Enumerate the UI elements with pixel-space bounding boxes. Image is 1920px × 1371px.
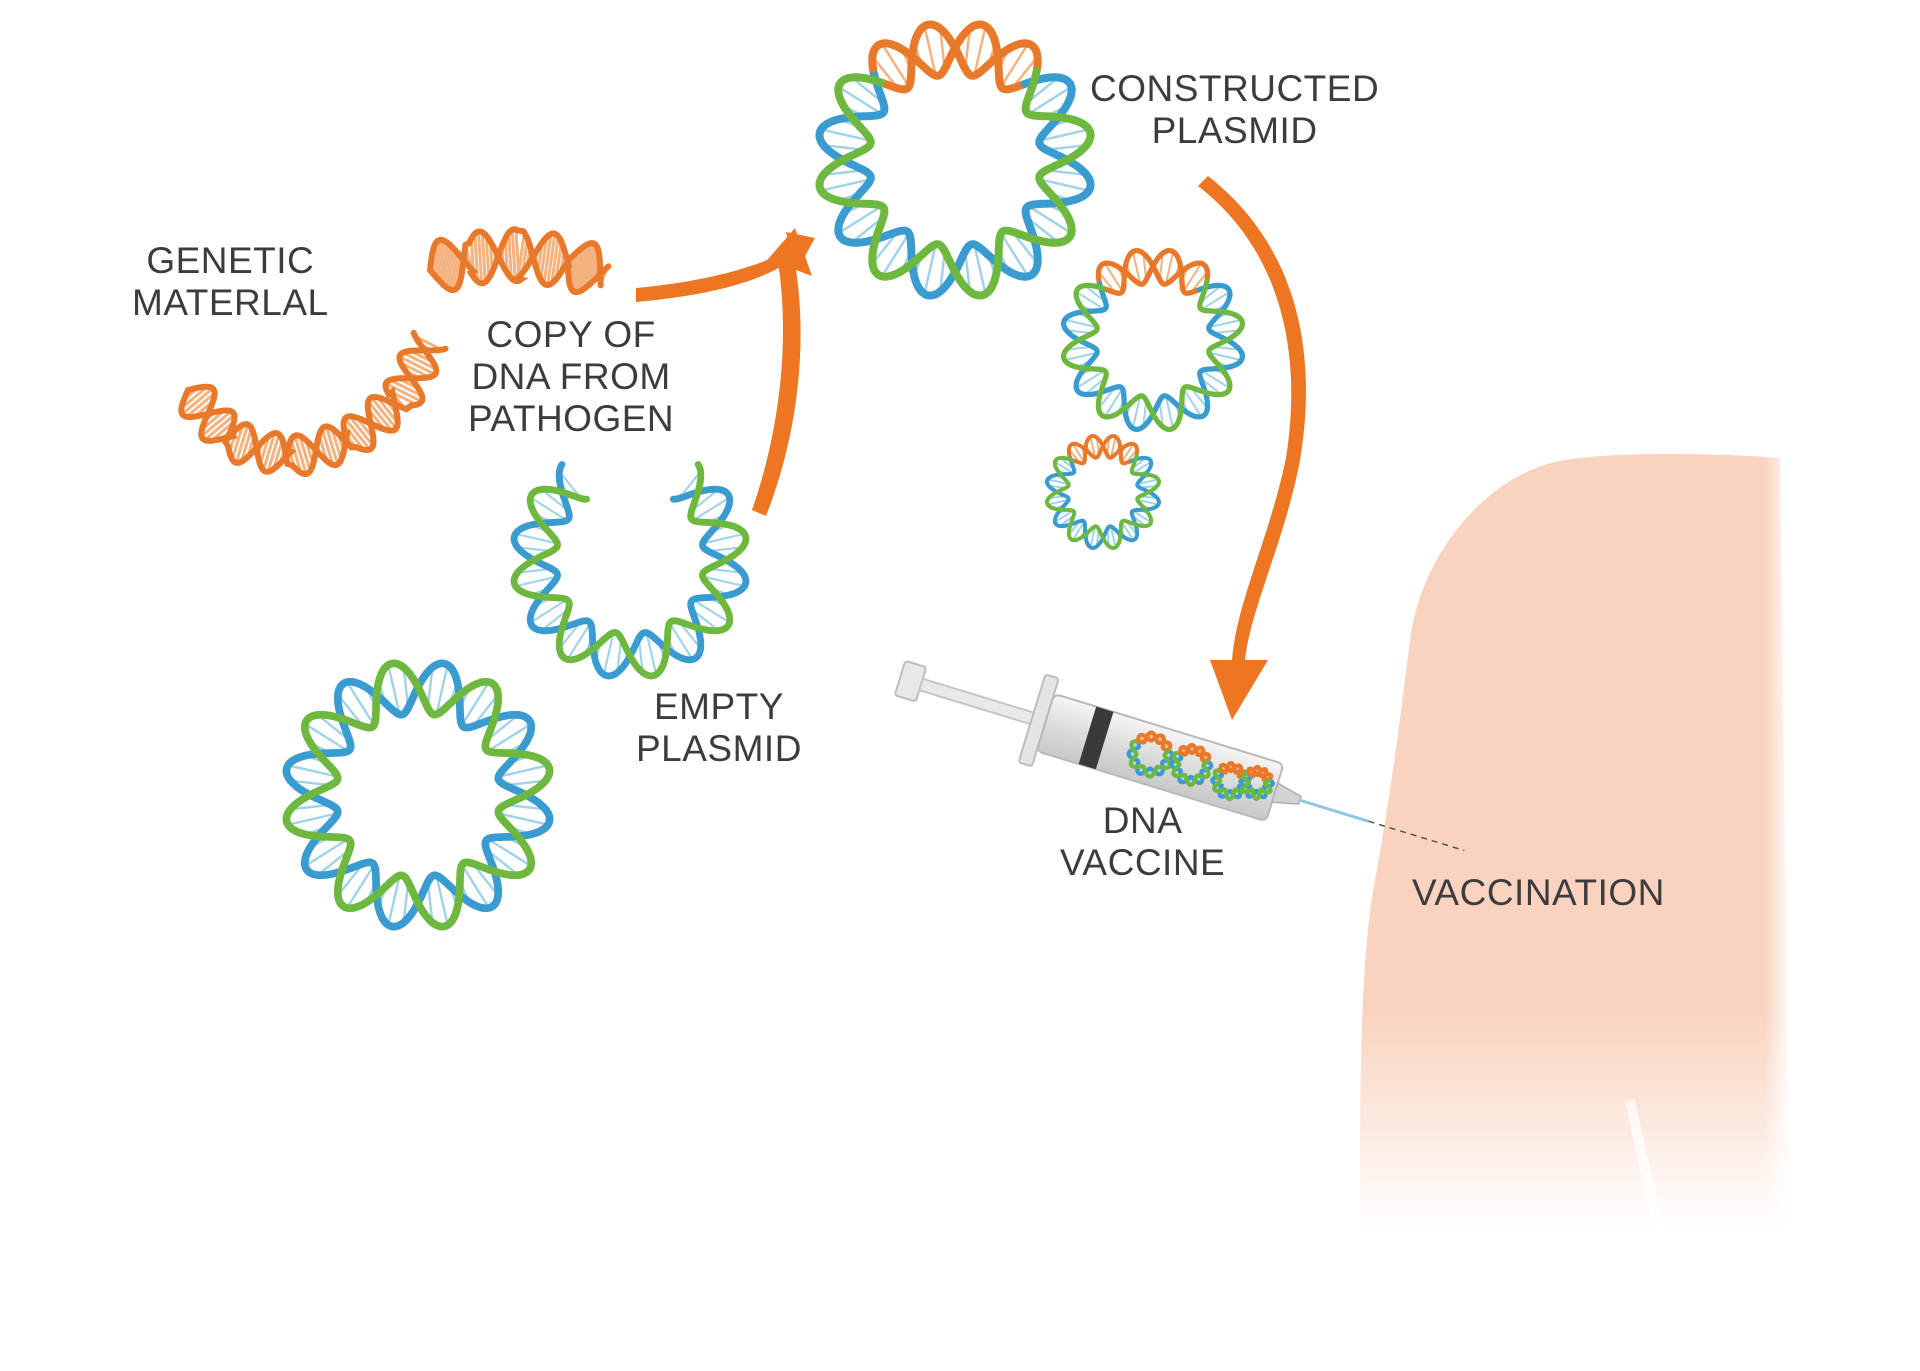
label-line: MATERLAL: [132, 282, 329, 323]
label-line: PATHOGEN: [468, 398, 675, 439]
constructed-plasmid-large: [815, 20, 1095, 300]
label-vaccination: VACCINATION: [1412, 872, 1665, 914]
dna-copy-fragment: [427, 226, 612, 296]
label-line: GENETIC: [146, 240, 315, 281]
syringe-plasmid: [1238, 764, 1276, 802]
genetic-material-strand: [178, 329, 449, 477]
arrow-dna-to-plasmid: [636, 232, 815, 302]
constructed-plasmid-medium: [1060, 247, 1246, 433]
label-genetic-material: GENETIC MATERLAL: [132, 240, 329, 324]
dna-strand-group: [178, 226, 612, 477]
label-line: DNA: [1102, 800, 1183, 841]
syringe-icon: [894, 660, 1465, 852]
label-line: PLASMID: [1151, 110, 1318, 151]
label-line: PLASMID: [636, 728, 802, 769]
label-empty-plasmid: EMPTY PLASMID: [636, 686, 802, 770]
syringe-plasmid: [1169, 742, 1214, 788]
label-constructed-plasmid: CONSTRUCTED PLASMID: [1090, 68, 1379, 152]
empty-plasmid-closed: [282, 659, 554, 931]
arrow-plasmid-to-vaccine: [1198, 176, 1306, 720]
label-line: VACCINE: [1060, 842, 1226, 883]
arrow-empty-to-constructed: [752, 228, 812, 516]
constructed-plasmid-small: [1045, 434, 1161, 550]
label-line: EMPTY: [653, 686, 784, 727]
arm-illustration: [1360, 450, 1792, 1240]
label-line: CONSTRUCTED: [1090, 68, 1380, 109]
label-line: COPY OF: [486, 314, 656, 355]
plasmid-group: [282, 20, 1246, 931]
label-dna-vaccine: DNA VACCINE: [1060, 800, 1225, 884]
empty-plasmid-open: [510, 461, 750, 680]
label-line: VACCINATION: [1412, 872, 1665, 913]
label-line: DNA FROM: [471, 356, 671, 397]
process-arrows: [636, 176, 1306, 720]
label-copy-of-dna: COPY OF DNA FROM PATHOGEN: [468, 314, 674, 440]
